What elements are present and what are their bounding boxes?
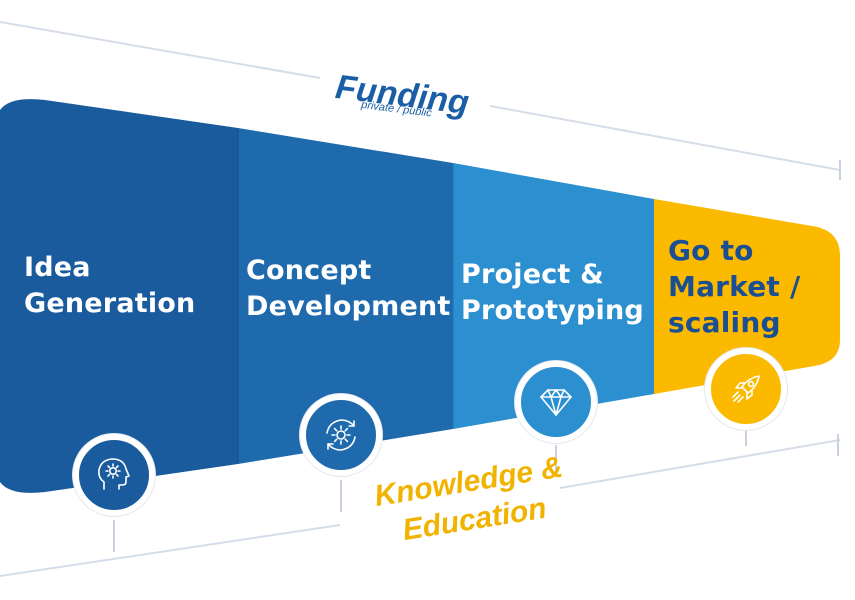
stage-label-line: scaling <box>668 306 781 339</box>
stage-label-line: Idea <box>24 252 91 283</box>
stage-label-line: Market / <box>668 270 801 303</box>
stage-label-line: Concept <box>246 255 372 286</box>
knowledge-guide-line <box>0 439 841 577</box>
funding-guide-line <box>0 21 841 171</box>
stage-label-line: Generation <box>24 288 196 319</box>
gear-cycle-icon <box>300 394 382 476</box>
segment-concept-development <box>238 128 453 464</box>
stage-label-concept: Concept Development <box>246 253 451 325</box>
diamond-icon <box>515 361 597 443</box>
stage-label-idea: Idea Generation <box>24 250 195 322</box>
segment-project-prototyping <box>453 163 654 429</box>
head-gear-icon <box>73 434 155 516</box>
stage-label-market: Go to Market / scaling <box>668 233 800 341</box>
segment-idea-generation <box>0 99 238 493</box>
stage-label-project: Project & Prototyping <box>461 257 644 329</box>
stage-label-line: Prototyping <box>461 295 644 326</box>
rocket-icon <box>705 348 787 430</box>
stage-label-line: Development <box>246 291 451 322</box>
stage-label-line: Go to <box>668 234 754 267</box>
segment-go-to-market <box>654 199 840 394</box>
stage-label-line: Project & <box>461 259 604 290</box>
